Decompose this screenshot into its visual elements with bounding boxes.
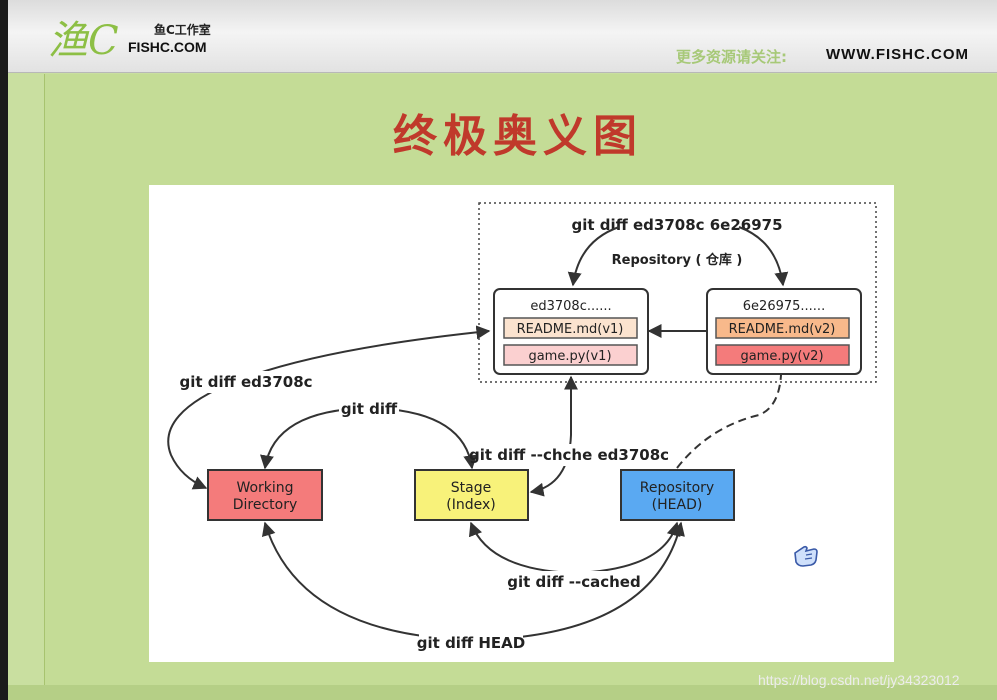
- dashed-head-to-commit-b: [676, 374, 782, 469]
- commit-b-hash: 6e26975......: [743, 299, 825, 314]
- commit-a-file2: game.py(v1): [528, 349, 611, 364]
- commit-b-file1-box: [715, 317, 850, 339]
- repository-caption: Repository ( 仓库 ): [612, 252, 743, 268]
- head-repository-line2: (HEAD): [652, 497, 703, 513]
- label-diff-cached: git diff --cached: [507, 573, 640, 591]
- git-diff-diagram: git diff ed3708c 6e26975 Repository ( 仓库…: [149, 185, 894, 662]
- commit-a-file2-box: [503, 344, 638, 366]
- arrow-diff-cached: [468, 521, 681, 575]
- label-bg-diff-commit: [184, 371, 310, 393]
- fishc-logo-en: FISHC.COM: [128, 39, 207, 55]
- commit-b-file1: README.md(v2): [729, 322, 836, 337]
- stage-line1: Stage: [451, 480, 491, 496]
- hand-cursor-icon: [794, 545, 818, 567]
- follow-url: WWW.FISHC.COM: [826, 46, 969, 63]
- slide-title: 终极奥义图: [393, 111, 643, 162]
- head-repository-box: [620, 469, 735, 521]
- arrow-diff-cached-commit: [529, 375, 578, 497]
- fishc-logo-mark: 渔C: [48, 18, 119, 64]
- follow-label: 更多资源请关注:: [676, 48, 787, 66]
- arrow-repo-diff-left: [567, 226, 620, 287]
- head-repository-line1: Repository: [640, 480, 714, 496]
- label-bg-diff: [339, 399, 399, 419]
- commit-a-hash: ed3708c......: [530, 299, 611, 314]
- repo-diff-label: git diff ed3708c 6e26975: [571, 216, 782, 234]
- label-bg-diff-head: [419, 632, 523, 652]
- arrow-repo-diff-right: [738, 226, 789, 287]
- label-bg-diff-cached-commit: [479, 444, 661, 466]
- slide-header: 渔C 鱼C工作室 FISHC.COM 更多资源请关注: WWW.FISHC.CO…: [8, 0, 997, 73]
- label-diff: git diff: [341, 400, 398, 418]
- repository-container: [478, 202, 877, 383]
- diagram-canvas: git diff ed3708c 6e26975 Repository ( 仓库…: [167, 202, 877, 652]
- fishc-logo-cn: 鱼C工作室: [154, 23, 211, 37]
- commit-b-file2-box: [715, 344, 850, 366]
- label-bg-diff-cached: [513, 571, 635, 591]
- csdn-watermark: https://blog.csdn.net/jy34323012: [758, 672, 960, 688]
- working-directory-line2: Directory: [233, 497, 298, 513]
- arrow-diff-commit-working: [167, 325, 491, 490]
- commit-a-file1-box: [503, 317, 638, 339]
- label-diff-cached-commit: git diff --chche ed3708c: [469, 446, 669, 464]
- working-directory-line1: Working: [236, 480, 293, 496]
- commit-a-file1: README.md(v1): [517, 322, 624, 337]
- label-diff-commit: git diff ed3708c: [179, 373, 312, 391]
- label-diff-head: git diff HEAD: [417, 634, 525, 652]
- stage-line2: (Index): [446, 497, 495, 513]
- commit-b-file2: game.py(v2): [740, 349, 823, 364]
- left-window-edge: [0, 0, 8, 700]
- slide-footer: [8, 685, 997, 700]
